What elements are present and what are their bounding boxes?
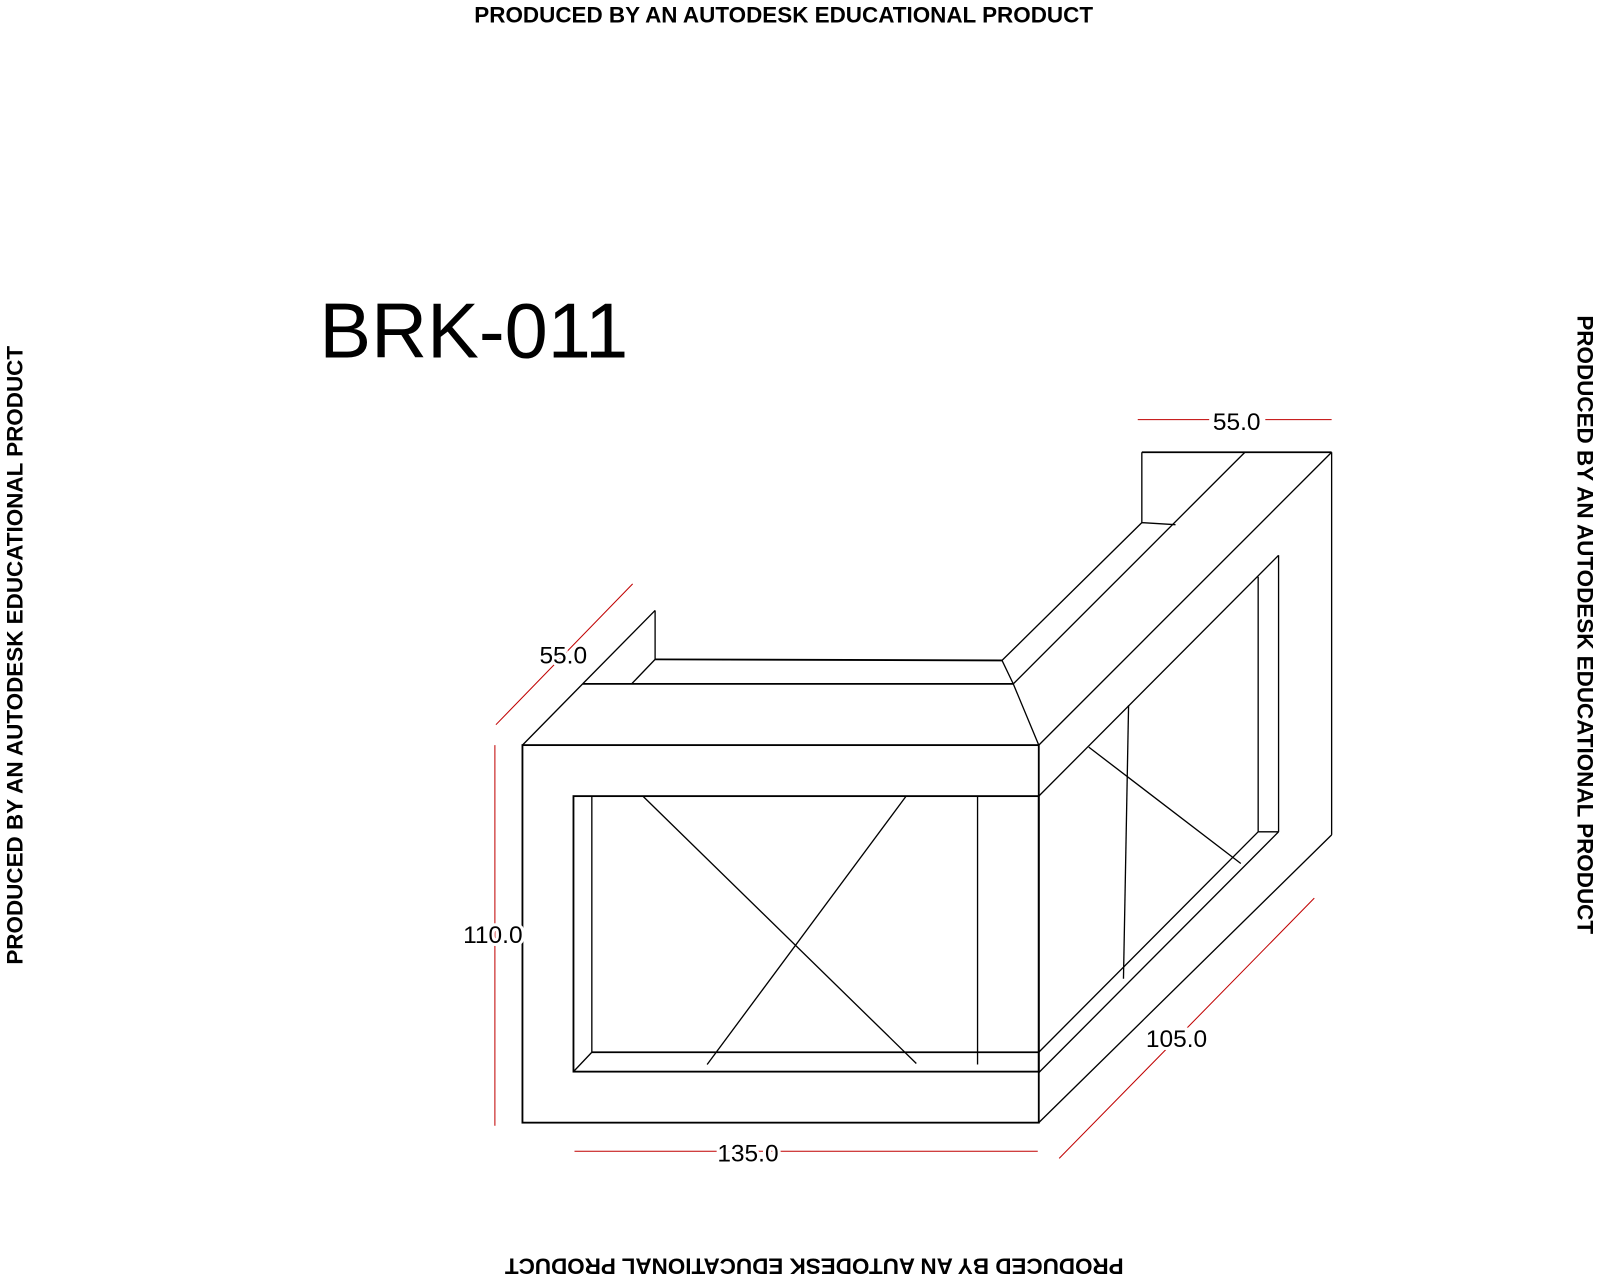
watermark-top: PRODUCED BY AN AUTODESK EDUCATIONAL PROD… [474,3,1093,28]
dimension-left-depth: 55.0 [495,583,634,726]
dimension-label: 135.0 [717,1140,778,1167]
dimension-label: 55.0 [539,642,587,669]
dimension-front-width: 135.0 [574,1137,1038,1170]
watermark-bottom: PRODUCED BY AN AUTODESK EDUCATIONAL PROD… [505,1253,1124,1278]
watermark-right: PRODUCED BY AN AUTODESK EDUCATIONAL PROD… [1573,315,1598,934]
dimension-top-width: 55.0 [1137,409,1332,436]
dimension-label: 110.0 [463,922,522,949]
dimension-label: 105.0 [1146,1026,1207,1053]
dimension-label: 55.0 [1213,409,1261,436]
dimension-height: 110.0 [460,745,526,1126]
drawing-title: BRK-011 [319,288,628,374]
watermark-left: PRODUCED BY AN AUTODESK EDUCATIONAL PROD… [2,346,27,965]
dimension-side-length: 105.0 [1058,897,1315,1159]
bracket-geometry [521,451,1333,1124]
